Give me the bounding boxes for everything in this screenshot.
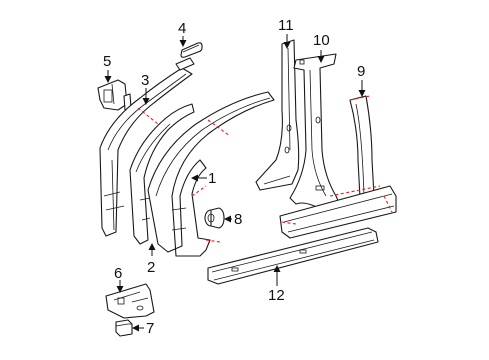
part-7-clip[interactable]: [115, 319, 133, 337]
rocker-outer-panel[interactable]: [279, 185, 397, 239]
part-5-bracket[interactable]: [97, 79, 132, 111]
part-2-reinforcement[interactable]: [129, 103, 195, 245]
callout-7: 7: [146, 320, 154, 337]
callout-4: 4: [178, 20, 186, 37]
callout-9: 9: [357, 63, 365, 80]
callout-11: 11: [278, 17, 294, 34]
callout-6: 6: [114, 265, 122, 282]
part-1-front-pillar[interactable]: [147, 91, 275, 257]
callout-8: 8: [234, 211, 242, 228]
callout-5: 5: [103, 53, 111, 70]
callout-1: 1: [208, 170, 216, 187]
callout-2: 2: [147, 259, 155, 276]
callout-12: 12: [268, 287, 285, 304]
part-10-center-pillar-outer[interactable]: [289, 53, 345, 215]
part-6-lower-bracket[interactable]: [105, 283, 155, 319]
part-12-rocker-reinforcement[interactable]: [207, 227, 379, 285]
callout-3: 3: [141, 72, 149, 89]
part-8-grommet[interactable]: [204, 207, 225, 229]
part-4-plug[interactable]: [180, 42, 203, 58]
part-11-center-pillar-inner[interactable]: [255, 39, 300, 191]
part-9-rear-pillar[interactable]: [349, 95, 375, 199]
callout-10: 10: [313, 32, 330, 49]
